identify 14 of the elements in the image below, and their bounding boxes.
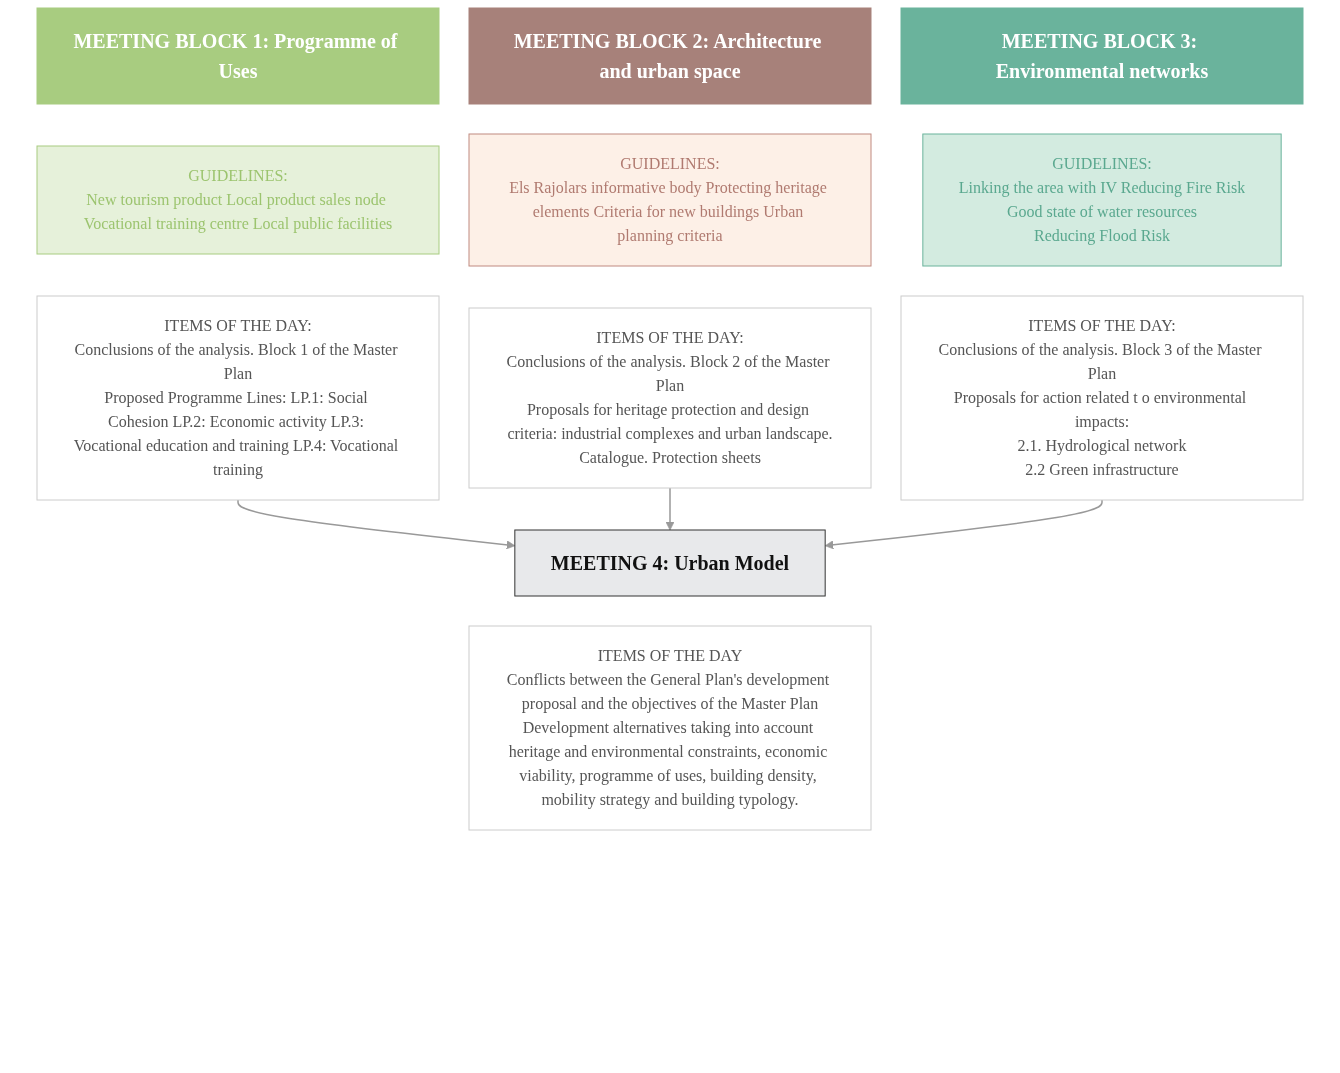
node-box: GUIDELINES: Els Rajolars informative body Protecting heritage elements Criteria for new buildings Urban planning criteria bbox=[468, 133, 872, 267]
node-box: MEETING BLOCK 2: Architecture and urban space bbox=[468, 7, 872, 105]
node-box: MEETING 4: Urban Model bbox=[514, 529, 826, 597]
arrow bbox=[824, 499, 1103, 550]
node-box: ITEMS OF THE DAY: Conclusions of the analysis. Block 1 of the Master Plan Proposed Programme Lines: LP.1: Social Cohesion LP.2: Economic activity LP.3: Vocational education and training LP.4: Vocational training bbox=[36, 295, 440, 501]
node-box: GUIDELINES: New tourism product Local product sales node Vocational training centre Local public facilities bbox=[36, 145, 440, 255]
arrow bbox=[665, 487, 675, 531]
node-box: ITEMS OF THE DAY: Conclusions of the analysis. Block 2 of the Master Plan Proposals for heritage protection and design criteria: industrial complexes and urban landscape. Catalogue. Protection sheets bbox=[468, 307, 872, 489]
node-box: ITEMS OF THE DAY: Conclusions of the analysis. Block 3 of the Master Plan Proposals for action related t o environmental impacts: 2.1. Hydrological network 2.2 Green infrastructure bbox=[900, 295, 1304, 501]
node-box: MEETING BLOCK 3: Environmental networks bbox=[900, 7, 1304, 105]
node-box: GUIDELINES: Linking the area with IV Reducing Fire Risk Good state of water resources Reducing Flood Risk bbox=[922, 133, 1282, 267]
node-box: MEETING BLOCK 1: Programme of Uses bbox=[36, 7, 440, 105]
node-box: ITEMS OF THE DAY Conflicts between the General Plan's development proposal and the objectives of the Master Plan Development alternatives taking into account heritage and environmental constraints, economic viability, programme of uses, building density, mobility strategy and building typology. bbox=[468, 625, 872, 831]
arrow bbox=[237, 499, 516, 550]
